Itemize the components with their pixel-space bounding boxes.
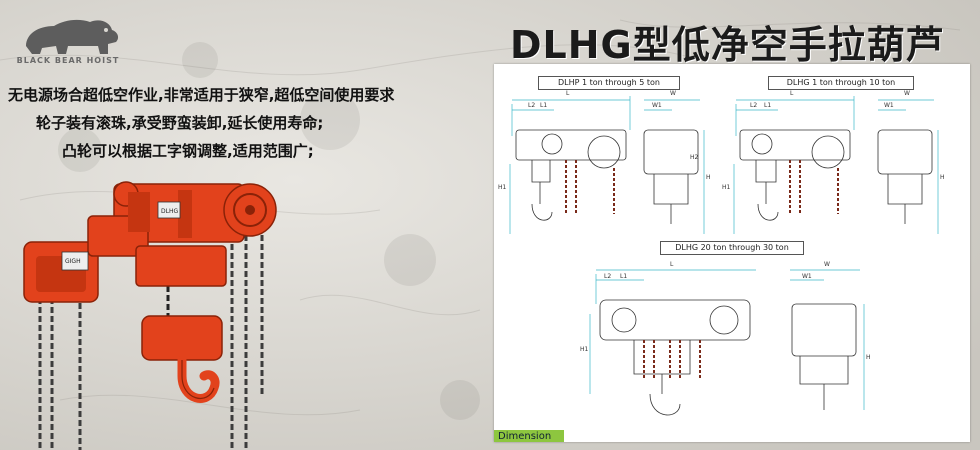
dim-label-h: H xyxy=(706,174,711,181)
plate-text-2: GIGH xyxy=(65,258,81,265)
dimension-tab: Dimension xyxy=(494,430,564,442)
technical-drawings xyxy=(509,96,939,416)
dim-label-w-b: W xyxy=(904,90,910,97)
page-title: DLHG型低净空手拉葫芦 xyxy=(510,23,945,67)
dim-label-h1-b: H1 xyxy=(722,184,731,191)
brand-logo xyxy=(8,8,128,68)
dim-label-w1-c: W1 xyxy=(802,273,812,280)
diagram-title-dlhp: DLHP 1 ton through 5 ton xyxy=(538,76,680,90)
dim-label-l1-b: L1 xyxy=(764,102,772,109)
polar-bear-icon xyxy=(26,19,119,54)
dim-label-l1-c: L1 xyxy=(620,273,628,280)
dim-label-w1: W1 xyxy=(652,102,662,109)
dim-label-h-b: H xyxy=(940,174,945,181)
dim-label-w: W xyxy=(670,90,676,97)
logo-text: BLACK BEAR HOIST xyxy=(16,56,120,65)
dim-label-h1: H1 xyxy=(498,184,507,191)
plate-text-1: DLHG xyxy=(161,208,178,215)
description-line-1: 无电源场合超低空作业,非常适用于狭窄,超低空间使用要求 xyxy=(8,86,395,104)
dim-label-l-c: L xyxy=(670,261,674,268)
dim-label-h2: H2 xyxy=(690,154,699,161)
diagram-title-dlhg-20-30: DLHG 20 ton through 30 ton xyxy=(660,241,804,255)
dim-label-l2: L2 xyxy=(528,102,536,109)
dim-label-l2-c: L2 xyxy=(604,273,612,280)
dim-label-l: L xyxy=(566,90,570,97)
description-line-2: 轮子装有滚珠,承受野蛮装卸,延长使用寿命; xyxy=(36,114,324,132)
dimension-drawing-sheet: DLHP 1 ton through 5 ton DLHG 1 ton thro… xyxy=(494,64,970,442)
dim-label-w1-b: W1 xyxy=(884,102,894,109)
description-line-3: 凸轮可以根据工字钢调整,适用范围广; xyxy=(62,142,314,160)
diagram-title-dlhg-1-10: DLHG 1 ton through 10 ton xyxy=(768,76,914,90)
dim-label-l1: L1 xyxy=(540,102,548,109)
hoist-product-photo: DLHG GIGH xyxy=(23,181,277,450)
dim-label-l2-b: L2 xyxy=(750,102,758,109)
dim-label-l-b: L xyxy=(790,90,794,97)
dim-label-h1-c: H1 xyxy=(580,346,589,353)
dim-label-h-c: H xyxy=(866,354,871,361)
dim-label-w-c: W xyxy=(824,261,830,268)
